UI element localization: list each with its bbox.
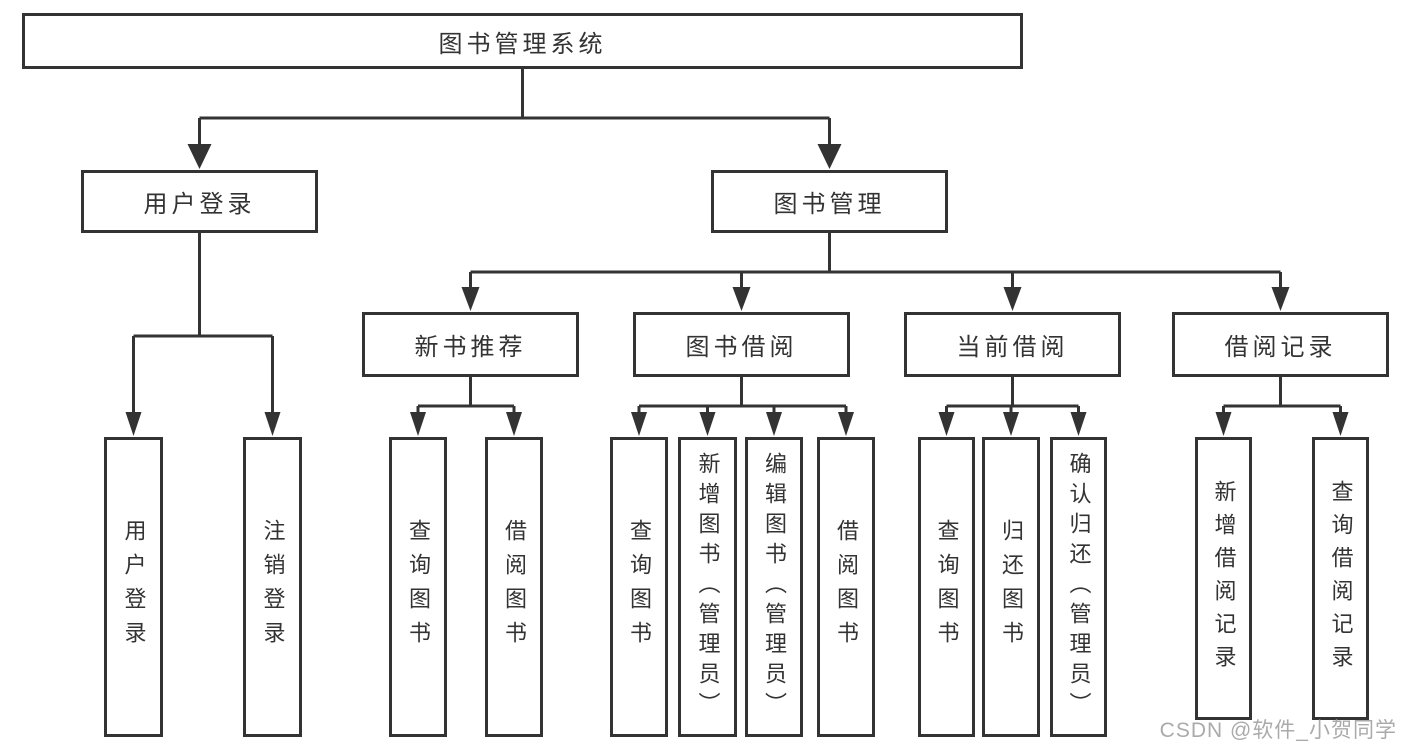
leaf-borrow-book-borrow-label: 借阅图书 bbox=[834, 519, 859, 655]
leaf-query-borrow-record: 查询借阅记录 bbox=[1312, 437, 1369, 720]
node-borrow-records: 借阅记录 bbox=[1172, 312, 1389, 377]
csdn-watermark: CSDN @软件_小贺同学 bbox=[1159, 719, 1397, 742]
leaf-return-book: 归还图书 bbox=[982, 437, 1040, 737]
node-book-management: 图书管理 bbox=[711, 170, 948, 233]
leaf-edit-book-label: 编辑图书（管理员） bbox=[762, 452, 787, 722]
leaf-query-book-recommend-label: 查询图书 bbox=[406, 519, 431, 655]
leaf-borrow-book-recommend-label: 借阅图书 bbox=[502, 519, 527, 655]
node-borrow-records-label: 借阅记录 bbox=[1224, 334, 1337, 361]
leaf-borrow-book-borrow: 借阅图书 bbox=[817, 437, 875, 737]
node-root: 图书管理系统 bbox=[22, 13, 1023, 69]
node-user-login-label: 用户登录 bbox=[143, 191, 256, 218]
node-user-login: 用户登录 bbox=[81, 170, 318, 233]
leaf-confirm-return-label: 确认归还（管理员） bbox=[1066, 452, 1092, 722]
leaf-logout: 注销登录 bbox=[243, 437, 302, 737]
node-new-book-recommend: 新书推荐 bbox=[362, 312, 579, 377]
node-current-borrow-label: 当前借阅 bbox=[956, 334, 1069, 361]
node-book-management-label: 图书管理 bbox=[773, 191, 886, 218]
leaf-user-login: 用户登录 bbox=[104, 437, 163, 737]
leaf-query-book-current-label: 查询图书 bbox=[934, 519, 960, 655]
leaf-add-book-label: 新增图书（管理员） bbox=[695, 452, 721, 722]
leaf-add-borrow-record-label: 新增借阅记录 bbox=[1211, 479, 1237, 678]
leaf-query-book-borrow: 查询图书 bbox=[610, 437, 668, 737]
leaf-edit-book: 编辑图书（管理员） bbox=[745, 437, 803, 737]
node-root-label: 图书管理系统 bbox=[438, 30, 607, 58]
leaf-return-book-label: 归还图书 bbox=[999, 519, 1024, 655]
leaf-user-login-label: 用户登录 bbox=[121, 519, 147, 655]
node-book-borrow: 图书借阅 bbox=[633, 312, 850, 377]
leaf-add-book: 新增图书（管理员） bbox=[678, 437, 737, 737]
leaf-query-book-recommend: 查询图书 bbox=[389, 437, 447, 737]
leaf-query-borrow-record-label: 查询借阅记录 bbox=[1328, 479, 1354, 678]
leaf-query-book-borrow-label: 查询图书 bbox=[627, 519, 652, 655]
node-new-book-recommend-label: 新书推荐 bbox=[414, 334, 527, 361]
node-book-borrow-label: 图书借阅 bbox=[685, 334, 798, 361]
leaf-borrow-book-recommend: 借阅图书 bbox=[485, 437, 543, 737]
leaf-confirm-return: 确认归还（管理员） bbox=[1050, 437, 1107, 737]
leaf-add-borrow-record: 新增借阅记录 bbox=[1195, 437, 1252, 720]
node-current-borrow: 当前借阅 bbox=[904, 312, 1121, 377]
leaf-logout-label: 注销登录 bbox=[260, 519, 286, 655]
leaf-query-book-current: 查询图书 bbox=[918, 437, 975, 737]
